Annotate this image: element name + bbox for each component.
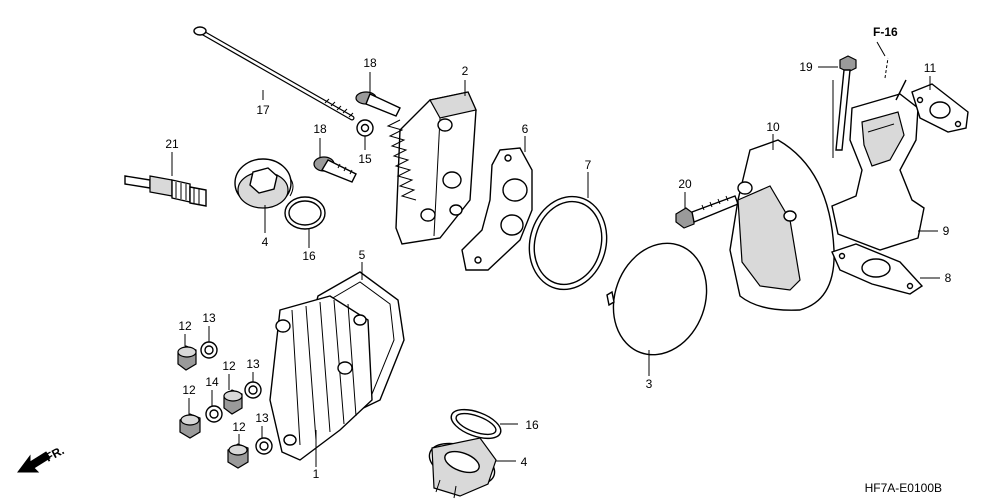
callout-16-upper: 16	[302, 249, 316, 263]
part-6-gasket	[461, 147, 533, 271]
callout-19: 19	[799, 60, 813, 74]
callout-21: 21	[165, 137, 179, 151]
part-12-cap-nut-2	[179, 413, 201, 439]
callout-12-d: 12	[232, 420, 246, 434]
part-18-bolt-lower	[313, 156, 357, 183]
part-4-oil-cap-lower	[428, 437, 497, 499]
part-13-washer-3	[255, 437, 273, 455]
part-20-bolt	[675, 195, 739, 229]
callout-13-b: 13	[246, 357, 260, 371]
callout-1: 1	[313, 467, 320, 481]
part-11-gasket	[911, 83, 969, 133]
callout-12-a: 12	[178, 319, 192, 333]
part-12-cap-nut-1	[177, 345, 197, 371]
part-3-cover-plate	[606, 242, 708, 356]
reference-tag: F-16	[873, 25, 898, 39]
part-9-intake-manifold	[831, 79, 925, 251]
part-21-spark-plug	[124, 175, 207, 207]
front-direction-indicator: FR.	[17, 443, 67, 473]
part-14-washer	[205, 405, 223, 423]
part-19-bolt	[832, 55, 857, 158]
part-13-washer-1	[200, 341, 218, 359]
part-1-head-cover	[269, 295, 373, 461]
part-7-o-ring	[528, 195, 608, 291]
part-13-washer-2	[244, 381, 262, 399]
callout-13-a: 13	[202, 311, 216, 325]
callout-10: 10	[766, 120, 780, 134]
callout-9: 9	[943, 224, 950, 238]
front-arrow-icon	[17, 451, 51, 473]
part-18-bolt-upper	[355, 91, 401, 117]
part-16-o-ring-upper	[284, 196, 326, 230]
callout-13-c: 13	[255, 411, 269, 425]
part-10-shroud	[729, 139, 835, 311]
callout-12-b: 12	[182, 383, 196, 397]
callout-4-lower: 4	[521, 455, 528, 469]
part-8-gasket	[831, 243, 924, 295]
part-12-cap-nut-3	[223, 389, 243, 415]
callout-7: 7	[585, 158, 592, 172]
part-4-oil-cap-upper	[234, 158, 294, 209]
callout-16-lower: 16	[525, 418, 539, 432]
callout-11: 11	[924, 61, 937, 75]
callout-18-upper: 18	[363, 56, 377, 70]
callout-2: 2	[462, 64, 469, 78]
callout-labels: 1 2 3 4 4 5 6 7 8 9 10 11 12 12 12 12 13…	[165, 56, 951, 481]
callout-5: 5	[359, 248, 366, 262]
callout-8: 8	[945, 271, 952, 285]
part-17-stud-bolt	[193, 26, 355, 121]
callout-14: 14	[205, 375, 219, 389]
callout-17: 17	[256, 103, 270, 117]
callout-15: 15	[358, 152, 372, 166]
part-15-washer	[356, 119, 374, 137]
front-direction-label: FR.	[43, 443, 67, 464]
part-12-cap-nut-4	[227, 443, 249, 469]
callout-3: 3	[646, 377, 653, 391]
callout-4-upper: 4	[262, 235, 269, 249]
part-2-cylinder-head	[386, 91, 477, 245]
callout-18-lower: 18	[313, 122, 327, 136]
callout-20: 20	[678, 177, 692, 191]
figure-code: HF7A-E0100B	[865, 481, 942, 495]
callout-6: 6	[522, 122, 529, 136]
part-16-o-ring-lower	[450, 408, 502, 440]
leader-lines	[171, 41, 940, 467]
callout-12-c: 12	[222, 359, 236, 373]
